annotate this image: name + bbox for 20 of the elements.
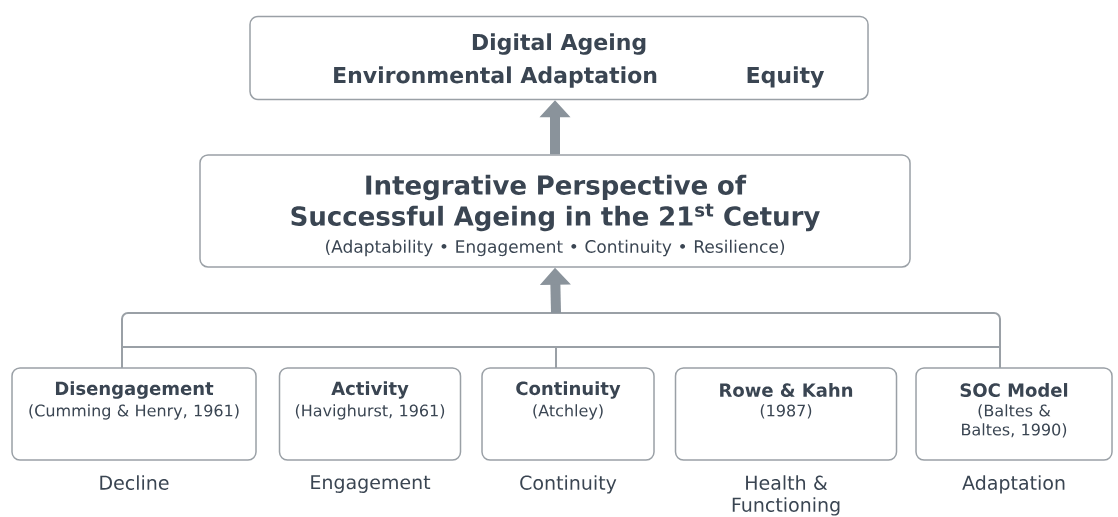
outcome-label: Decline xyxy=(100,475,169,490)
box-subtitle: (Havighurst, 1961) xyxy=(295,404,445,420)
box-subtitle: (Adaptability • Engagement • Continuity • Resilience) xyxy=(326,239,785,257)
box-subtitle: (Baltes & Baltes, 1990) xyxy=(962,404,1067,438)
box-text: Equity xyxy=(747,66,825,88)
box-heading: Activity xyxy=(331,381,409,399)
outcome-label: Adaptation xyxy=(962,475,1065,494)
box-subtitle: (Atchley) xyxy=(533,404,603,420)
box-heading: Disengagement xyxy=(55,381,214,399)
box-subtitle: (1987) xyxy=(760,404,812,419)
box-text: Environmental Adaptation xyxy=(334,66,657,88)
box-heading: Integrative Perspective of Successful Ageing in the 21$^{st}$ Cetury xyxy=(291,174,820,232)
outcome-label: Health & Functioning xyxy=(732,475,840,516)
box-heading: SOC Model xyxy=(960,383,1068,397)
box-heading: Rowe & Kahn xyxy=(720,383,853,397)
outcome-label: Engagement xyxy=(311,475,431,493)
box-subtitle: (Cumming & Henry, 1961) xyxy=(29,404,239,420)
box-text: Digital Ageing xyxy=(472,33,646,55)
outcome-label: Continuity xyxy=(520,475,617,494)
box-heading: Continuity xyxy=(516,381,621,399)
